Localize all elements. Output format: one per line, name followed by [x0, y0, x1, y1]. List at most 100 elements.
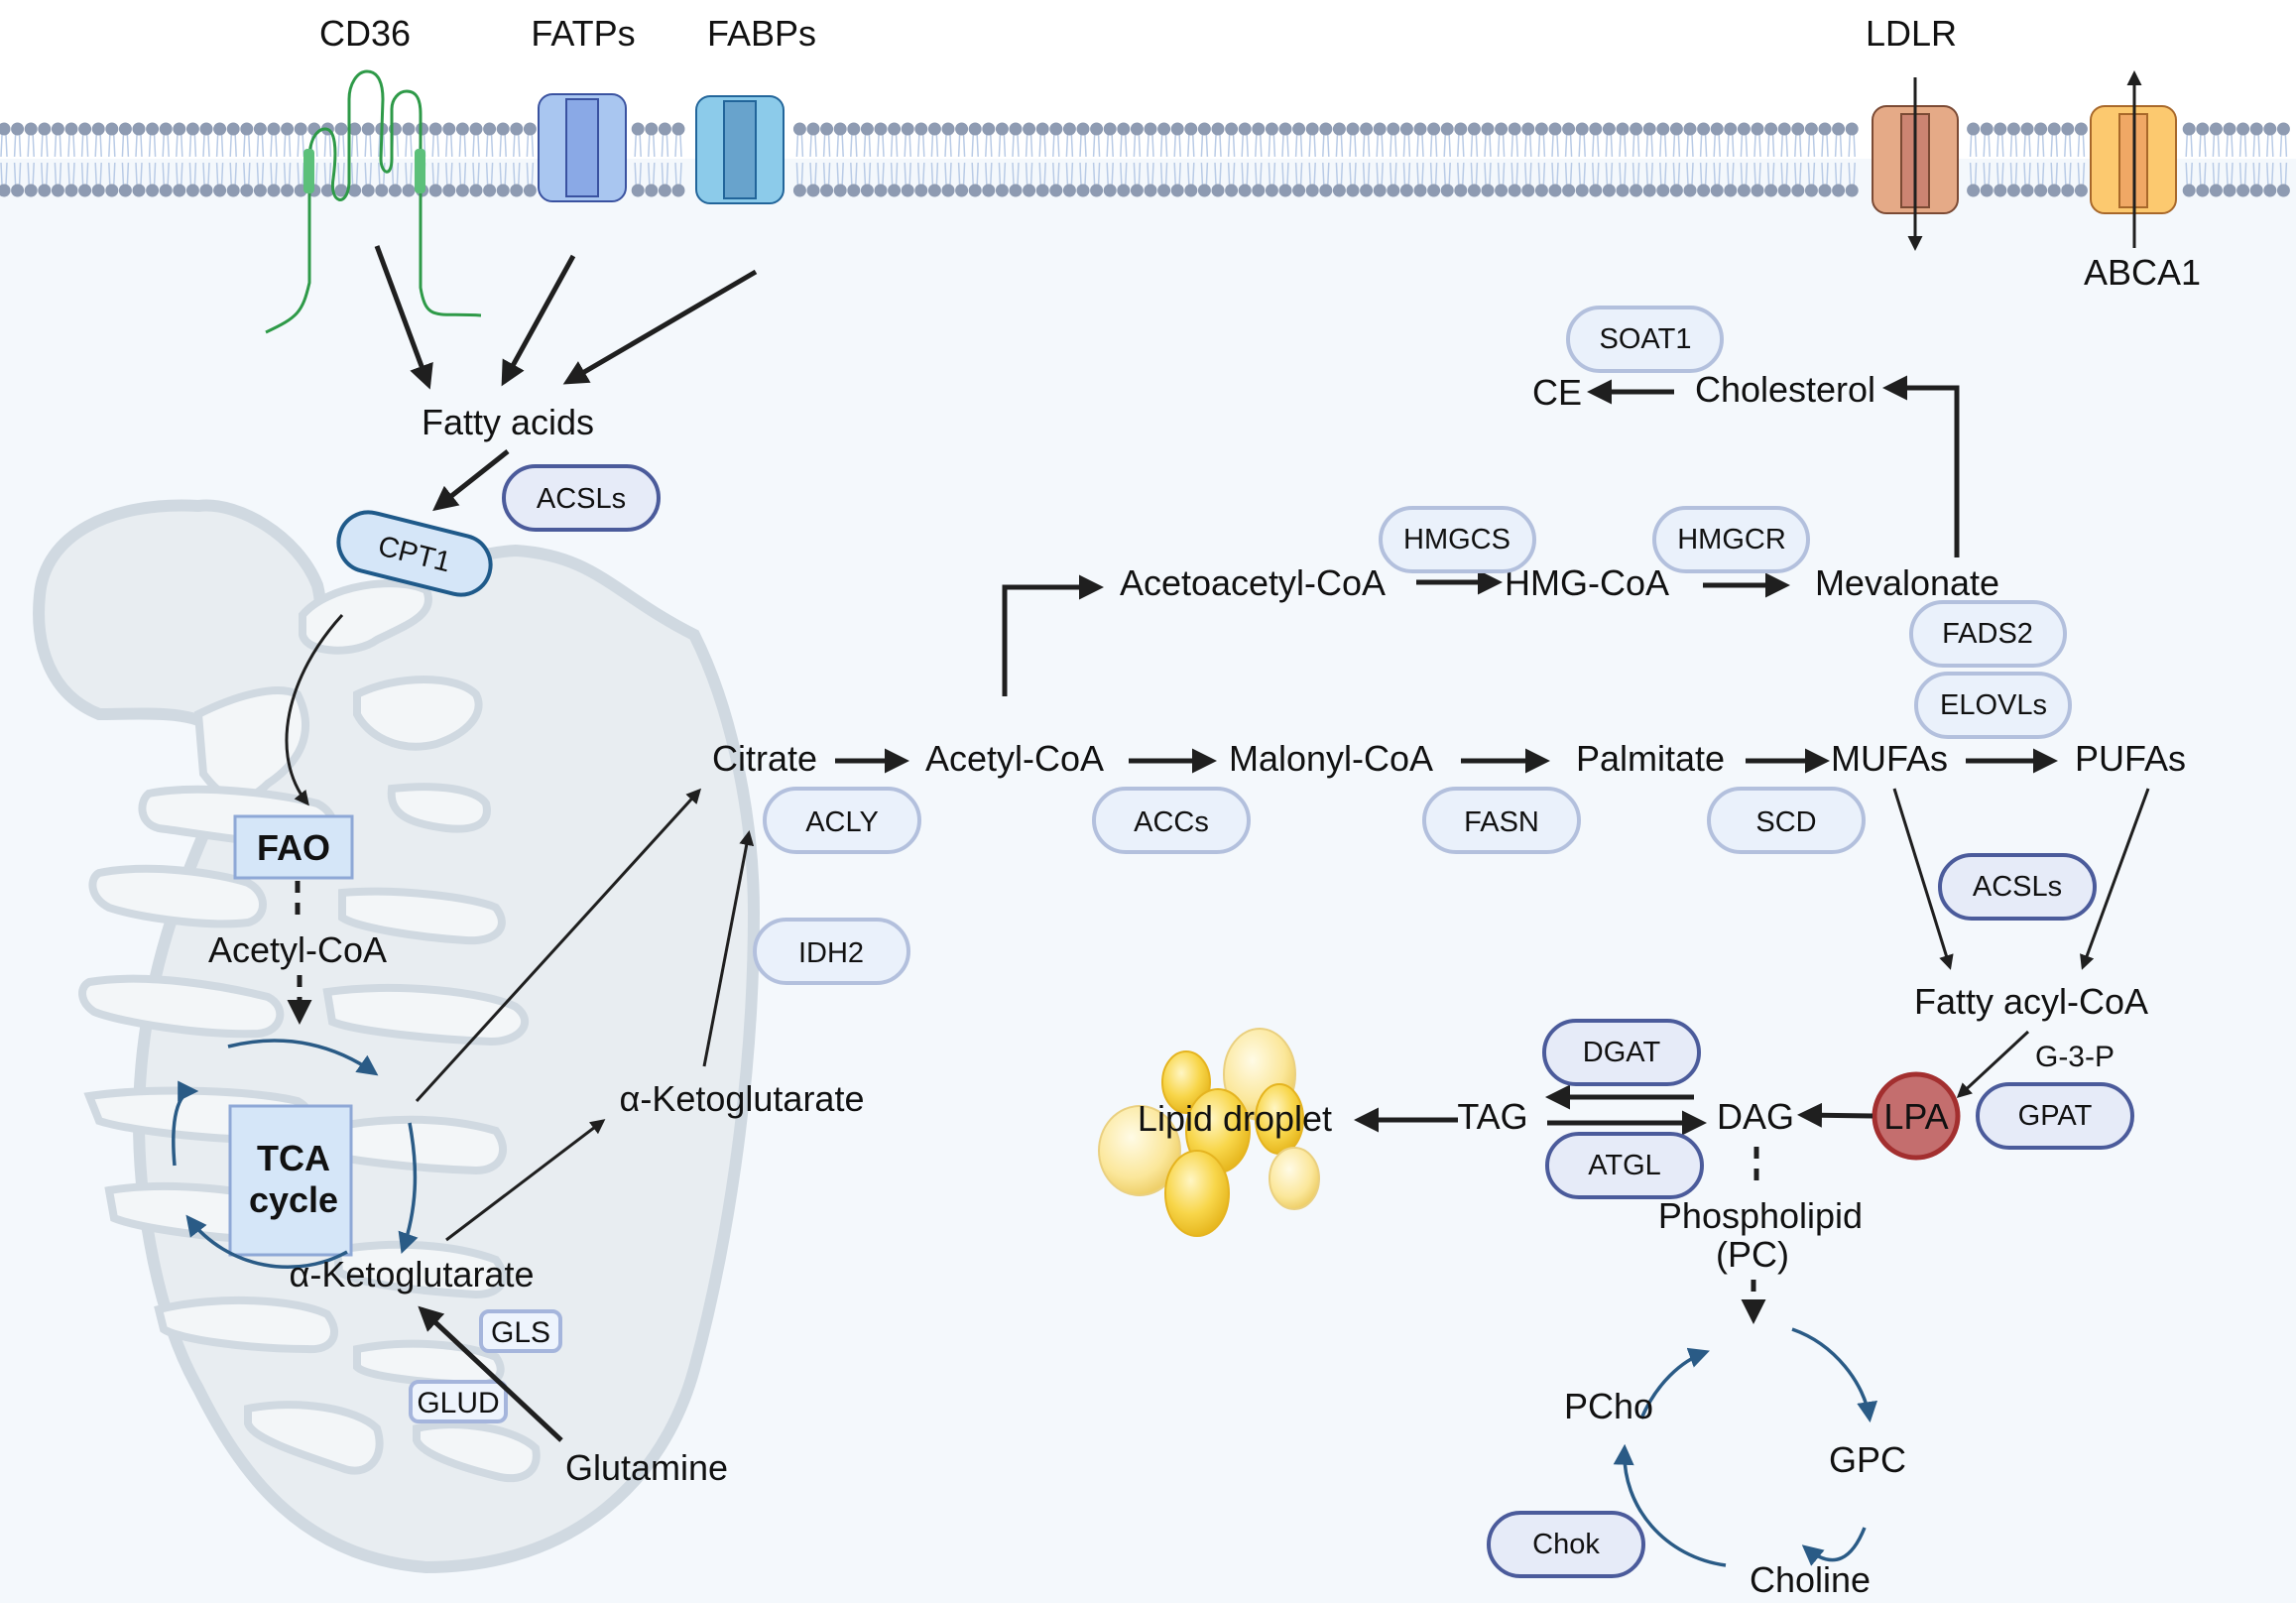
pc-label: (PC) — [1716, 1234, 1789, 1275]
lipid-tail — [2199, 134, 2207, 185]
lipid-head — [361, 184, 375, 197]
svg-text:FAO: FAO — [257, 827, 330, 868]
lipid-head — [1683, 122, 1697, 136]
lipid-head — [1697, 122, 1711, 136]
lipid-head — [1791, 184, 1805, 197]
lipid-head — [1413, 122, 1427, 136]
lipid-tail — [2212, 134, 2221, 185]
lipid-tail — [13, 134, 22, 185]
lipid-head — [105, 122, 119, 136]
lipid-head — [1562, 184, 1576, 197]
lipid-tail — [458, 134, 467, 185]
lipid-head — [658, 184, 671, 197]
lipid-head — [927, 122, 941, 136]
arrow-fabps-to-fatty-acids — [562, 269, 758, 385]
lipid-tail — [890, 134, 899, 185]
lipid-tail — [270, 134, 278, 185]
lipid-tail — [1457, 134, 1465, 185]
lipid-head — [1157, 184, 1171, 197]
lipid-head — [1130, 184, 1144, 197]
lipid-head — [1656, 122, 1670, 136]
lipid-head — [334, 184, 348, 197]
cycle-arrow-choline-to-pcho — [1613, 1443, 1727, 1567]
lipid-tail — [1012, 134, 1020, 185]
lipid-tail — [1241, 134, 1249, 185]
lipid-head — [1656, 184, 1670, 197]
svg-text:TCA: TCA — [257, 1138, 330, 1178]
lipid-tail — [1497, 134, 1506, 185]
lipid-head — [645, 122, 659, 136]
arrow-fatps-to-fatty-acids — [501, 254, 576, 387]
lipid-head — [1170, 122, 1184, 136]
lipid-head — [1724, 122, 1738, 136]
arrow-mito-to-citrate — [415, 788, 702, 1103]
lipid-head — [2249, 122, 2263, 136]
lipid-tail — [2050, 134, 2058, 185]
lipid-head — [1724, 184, 1738, 197]
lipid-tail — [2185, 134, 2193, 185]
lipid-tail — [1227, 134, 1236, 185]
lipid-tail — [1619, 134, 1627, 185]
lipid-head — [1049, 122, 1063, 136]
lipid-head — [1211, 122, 1225, 136]
lipid-head — [253, 184, 267, 197]
tca-cycle-arrow-left — [172, 1080, 199, 1167]
svg-text:ACCs: ACCs — [1134, 806, 1209, 838]
lipid-head — [2061, 122, 2075, 136]
lipid-head — [914, 122, 928, 136]
lipid-tail — [472, 134, 480, 185]
lipid-head — [2047, 122, 2061, 136]
lipid-head — [0, 184, 11, 197]
lipid-head — [1616, 184, 1630, 197]
lipid-head — [1252, 122, 1266, 136]
lipid-head — [1346, 184, 1360, 197]
lipid-tail — [1511, 134, 1518, 185]
lipid-head — [1157, 122, 1171, 136]
svg-text:ATGL: ATGL — [1588, 1150, 1661, 1181]
lipid-head — [1399, 122, 1413, 136]
idh2-enzyme: IDH2 — [753, 918, 910, 985]
lipid-head — [173, 122, 186, 136]
lipid-head — [1023, 122, 1036, 136]
lipid-head — [631, 184, 645, 197]
svg-text:FADS2: FADS2 — [1942, 618, 2033, 650]
lipid-head — [442, 184, 456, 197]
lipid-head — [185, 184, 199, 197]
tca-cycle-arrow-top — [227, 1039, 379, 1076]
lipid-tail — [283, 134, 292, 185]
lipid-head — [226, 184, 240, 197]
lipid-head — [1035, 184, 1049, 197]
lipid-head — [1360, 122, 1374, 136]
lipid-head — [267, 184, 281, 197]
mito-akg-label: α-Ketoglutarate — [290, 1254, 535, 1295]
lipid-head — [1225, 122, 1239, 136]
lipid-head — [320, 184, 334, 197]
lipid-head — [240, 184, 254, 197]
choline-label: Choline — [1750, 1559, 1871, 1600]
lipid-head — [334, 122, 348, 136]
lipid-tail — [54, 134, 62, 185]
gls-enzyme: GLS — [479, 1309, 562, 1353]
hmgcs-enzyme: HMGCS — [1379, 506, 1536, 573]
lipid-tail — [648, 134, 656, 185]
lipid-head — [2249, 184, 2263, 197]
lipid-head — [2074, 184, 2088, 197]
lipid-head — [1764, 184, 1778, 197]
lipid-head — [995, 184, 1009, 197]
lipid-head — [955, 122, 969, 136]
scd-enzyme: SCD — [1707, 787, 1866, 854]
lipid-head — [1184, 122, 1198, 136]
lipid-tail — [215, 134, 224, 185]
lipid-head — [914, 184, 928, 197]
lipid-head — [833, 184, 847, 197]
lipid-head — [2182, 122, 2196, 136]
lipid-tail — [1740, 134, 1749, 185]
lipid-head — [941, 184, 955, 197]
tag-label: TAG — [1457, 1096, 1527, 1137]
lipid-tail — [445, 134, 453, 185]
lipid-tail — [526, 134, 535, 185]
lipid-tail — [1727, 134, 1735, 185]
lipid-head — [955, 184, 969, 197]
lipid-tail — [2279, 134, 2288, 185]
